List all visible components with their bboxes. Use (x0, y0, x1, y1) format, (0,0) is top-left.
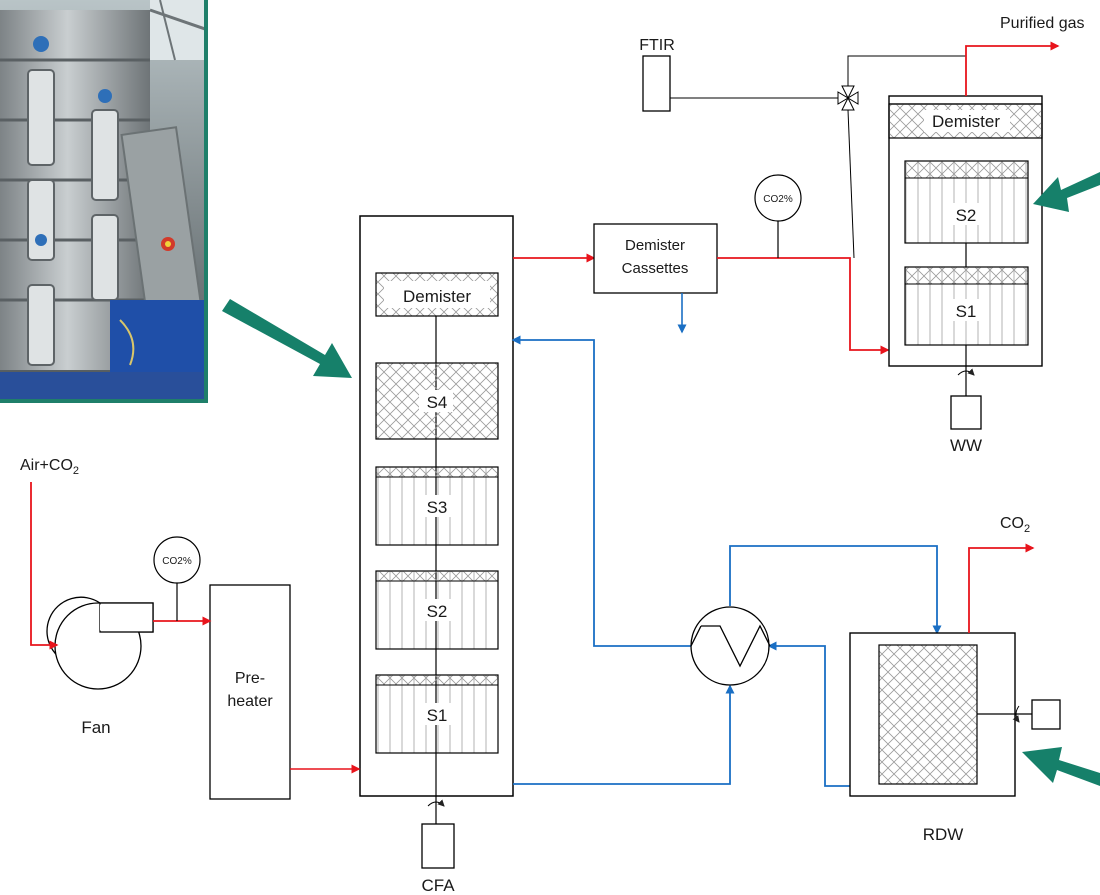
ww-motor (951, 396, 981, 429)
preheater: Pre- heater (210, 585, 290, 799)
fan: Fan (47, 597, 153, 737)
stage-s1-label: S1 (427, 706, 448, 725)
demister-cassettes-line2: Cassettes (622, 260, 689, 277)
water-wash-column: Demister S2 S1 WW (889, 96, 1042, 455)
co2-sensor-left-label: CO2% (162, 556, 192, 567)
demister-main-label: Demister (403, 287, 471, 306)
co2-out-label-sub: 2 (1024, 523, 1030, 535)
rdw-motor (1032, 700, 1060, 729)
demister-cassettes-line1: Demister (625, 237, 685, 254)
ww-s2-label: S2 (956, 206, 977, 225)
cfa-motor (422, 824, 454, 868)
sampling-valve-icon (838, 86, 858, 110)
ww-label: WW (950, 436, 982, 455)
pointer-arrow-rdw (1022, 747, 1100, 786)
cfa-label: CFA (421, 876, 455, 895)
demister-cassettes: Demister Cassettes (594, 224, 717, 293)
co2-out-label-main: CO (1000, 515, 1024, 532)
preheater-label-line2: heater (227, 693, 273, 710)
pointer-arrow-ww (1033, 172, 1100, 212)
preheater-label-line1: Pre- (235, 670, 265, 687)
ftir-label: FTIR (639, 37, 675, 54)
stage-s2-label: S2 (427, 602, 448, 621)
rdw-label: RDW (923, 825, 964, 844)
absorber-column: Demister S4 S3 S2 S1 CFA (360, 216, 513, 895)
air-co2-label: Air+CO2 (20, 457, 79, 477)
stage-s4-label: S4 (427, 393, 448, 412)
demister-ww-label: Demister (932, 112, 1000, 131)
purified-gas-label: Purified gas (1000, 15, 1085, 32)
air-co2-label-sub: 2 (73, 465, 79, 477)
pointer-arrow-column (222, 299, 352, 378)
fan-label: Fan (81, 718, 110, 737)
co2-out-label: CO2 (1000, 515, 1030, 535)
ww-s1-label: S1 (956, 302, 977, 321)
heat-exchanger (691, 607, 770, 685)
rdw-packing (879, 645, 977, 784)
rdw-unit: RDW (850, 633, 1060, 844)
stage-s3-label: S3 (427, 498, 448, 517)
air-co2-label-main: Air+CO (20, 457, 73, 474)
co2-sensor-top-label: CO2% (763, 194, 793, 205)
